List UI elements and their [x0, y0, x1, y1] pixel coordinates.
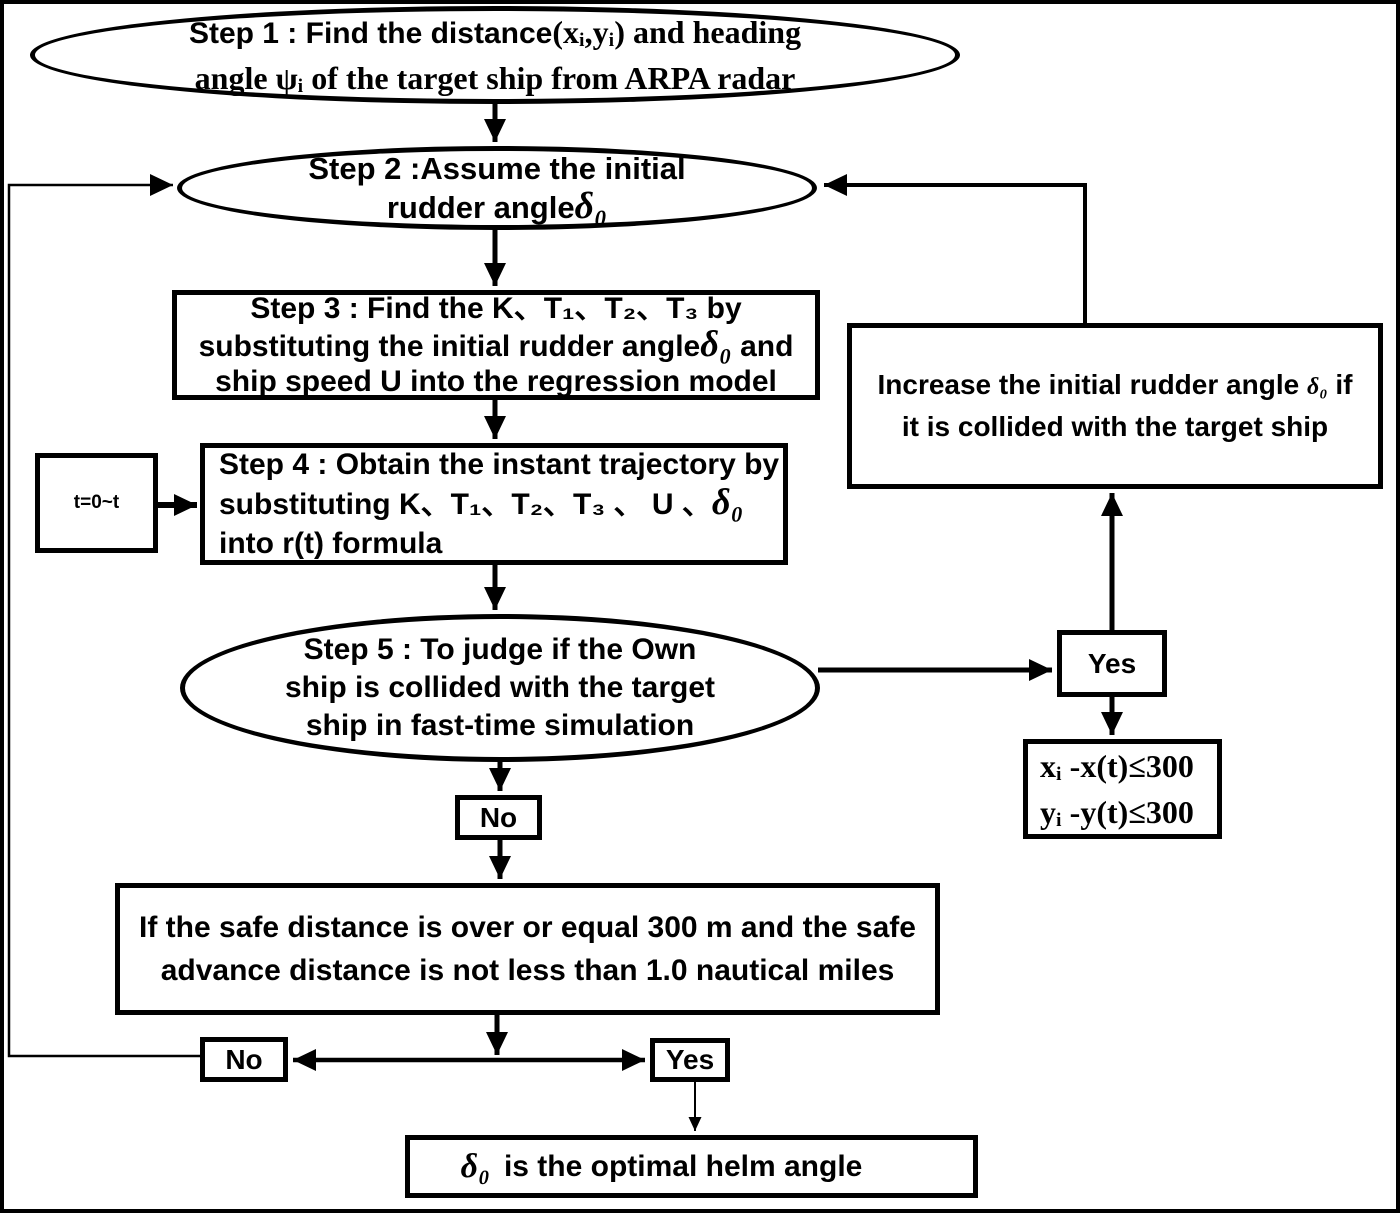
step5-line1: Step 5 : To judge if the Own	[303, 633, 697, 666]
delta0-symbol: δ₀	[711, 481, 744, 522]
step2-line2-text: rudder angle	[386, 190, 575, 225]
step1-line2: angle ψᵢ of the target ship from ARPA ra…	[194, 60, 796, 96]
step4-line3: into r(t) formula	[219, 527, 443, 560]
step3-line2-end: and	[731, 330, 794, 363]
increase-line1: Increase the initial rudder angle δ₀ if	[877, 364, 1352, 406]
step1-line1: Step 1 : Find the distance(xᵢ,yᵢ) and he…	[189, 10, 801, 56]
node-step1: Step 1 : Find the distance(xᵢ,yᵢ) and he…	[30, 6, 960, 104]
node-collision-condition: xᵢ -x(t)≤300 yᵢ -y(t)≤300	[1023, 739, 1222, 839]
collide-yes-label: Yes	[1087, 647, 1137, 679]
delta0-symbol: δ₀	[460, 1147, 490, 1185]
delta0-symbol: δ₀	[574, 185, 608, 227]
step3-line2-text: substituting the initial rudder angle	[198, 330, 701, 363]
delta0-symbol: δ₀	[1306, 374, 1328, 400]
step2-line1: Step 2 :Assume the initial	[308, 151, 686, 186]
step4-line2-text: substituting K、T₁、T₂、T₃ 、 U 、	[219, 488, 712, 521]
node-step5: Step 5 : To judge if the Own ship is col…	[180, 614, 820, 762]
step1-line1-serif: (xᵢ,yᵢ) and heading	[552, 14, 802, 50]
safe-yes-label: Yes	[665, 1044, 715, 1075]
step3-line3: ship speed U into the regression model	[215, 365, 777, 398]
step1-line1-sans: Step 1 : Find the distance	[188, 17, 553, 50]
node-collide-yes: Yes	[1057, 630, 1167, 697]
node-result: δ₀ is the optimal helm angle	[405, 1135, 978, 1198]
edge-safeno-step2	[7, 174, 200, 1058]
step4-line2: substituting K、T₁、T₂、T₃ 、 U 、δ₀	[219, 481, 744, 524]
delta0-symbol: δ₀	[700, 323, 732, 364]
increase-line1-pre: Increase the initial rudder angle	[877, 369, 1307, 400]
edge-increase-step2	[824, 174, 1087, 323]
safe-check-line1: If the safe distance is over or equal 30…	[139, 911, 916, 944]
step5-line3: ship in fast-time simulation	[305, 709, 695, 742]
safe-no-label: No	[225, 1043, 263, 1075]
result-text: is the optimal helm angle	[503, 1149, 863, 1183]
node-step4: Step 4 : Obtain the instant trajectory b…	[200, 443, 788, 565]
node-increase-rudder: Increase the initial rudder angle δ₀ if …	[847, 323, 1383, 489]
safe-check-line2: advance distance is not less than 1.0 na…	[160, 954, 895, 987]
condition-line1: xᵢ -x(t)≤300	[1040, 748, 1194, 784]
step5-line2: ship is collided with the target	[284, 671, 716, 704]
condition-line2: yᵢ -y(t)≤300	[1040, 794, 1194, 830]
node-collide-no: No	[455, 795, 542, 840]
step3-line1: Step 3 : Find the K、T₁、T₂、T₃ by	[250, 292, 742, 325]
node-safe-distance-check: If the safe distance is over or equal 30…	[115, 883, 940, 1015]
time-loop-label: t=0~t	[73, 492, 120, 513]
node-safe-yes: Yes	[650, 1038, 730, 1082]
step2-line2: rudder angleδ₀	[386, 185, 608, 227]
step3-line2: substituting the initial rudder angleδ₀ …	[198, 323, 794, 364]
node-safe-no: No	[200, 1037, 288, 1082]
increase-line1-end: if	[1327, 369, 1353, 400]
node-time-loop: t=0~t	[35, 453, 158, 553]
node-step3: Step 3 : Find the K、T₁、T₂、T₃ by substitu…	[172, 290, 820, 400]
increase-line2: it is collided with the target ship	[901, 411, 1329, 442]
node-step2: Step 2 :Assume the initial rudder angleδ…	[177, 146, 817, 230]
collide-no-label: No	[479, 801, 518, 833]
step4-line1: Step 4 : Obtain the instant trajectory b…	[219, 448, 780, 481]
